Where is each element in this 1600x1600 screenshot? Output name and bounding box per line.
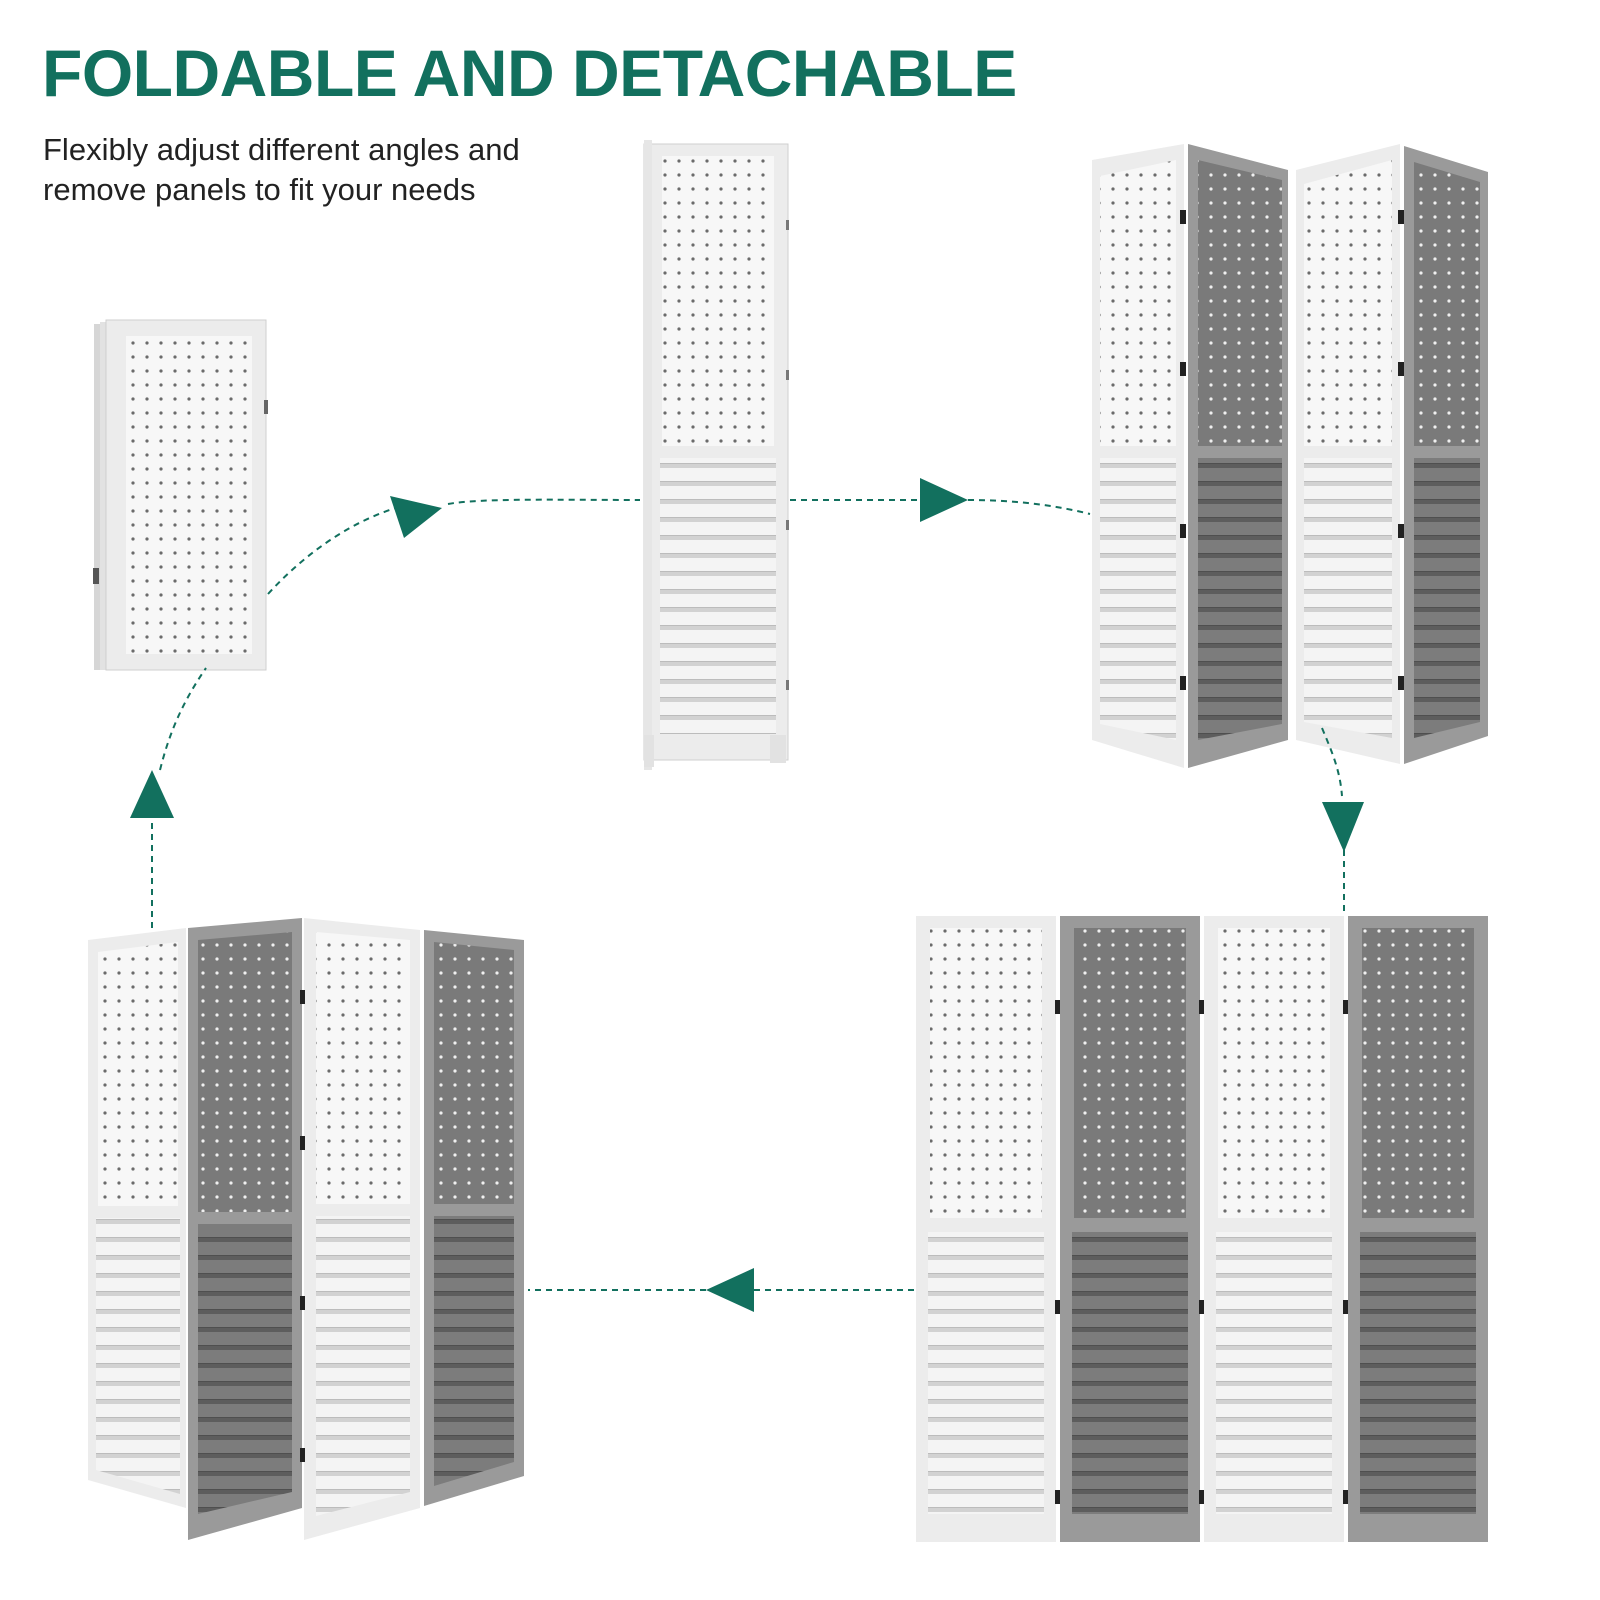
four-panel-screen-flat [916,916,1488,1542]
subtitle-line-1: Flexibly adjust different angles and [43,132,520,167]
arrow-left-icon [706,1268,754,1312]
connector-folded-to-single [267,503,411,595]
arrow-right-icon [920,478,968,522]
connector-single-to-zigzag-a [447,498,641,505]
arrow-down-icon [1322,802,1364,852]
folded-screen-compact [93,319,268,671]
connector-single-to-zigzag-c [967,499,1091,515]
four-panel-screen-angled [88,918,524,1540]
page-subtitle: Flexibly adjust different angles and rem… [43,130,520,210]
arrow-right-icon [390,496,442,538]
flow-connectors [151,498,1345,1291]
subtitle-line-2: remove panels to fit your needs [43,172,476,207]
connector-angled-to-folded-b [159,667,207,771]
arrow-up-icon [130,770,174,818]
four-panel-screen-zigzag [1092,144,1488,768]
page-title: FOLDABLE AND DETACHABLE [42,36,1017,110]
connector-zigzag-to-flat-a [1321,727,1343,797]
single-panel-screen [643,140,789,770]
